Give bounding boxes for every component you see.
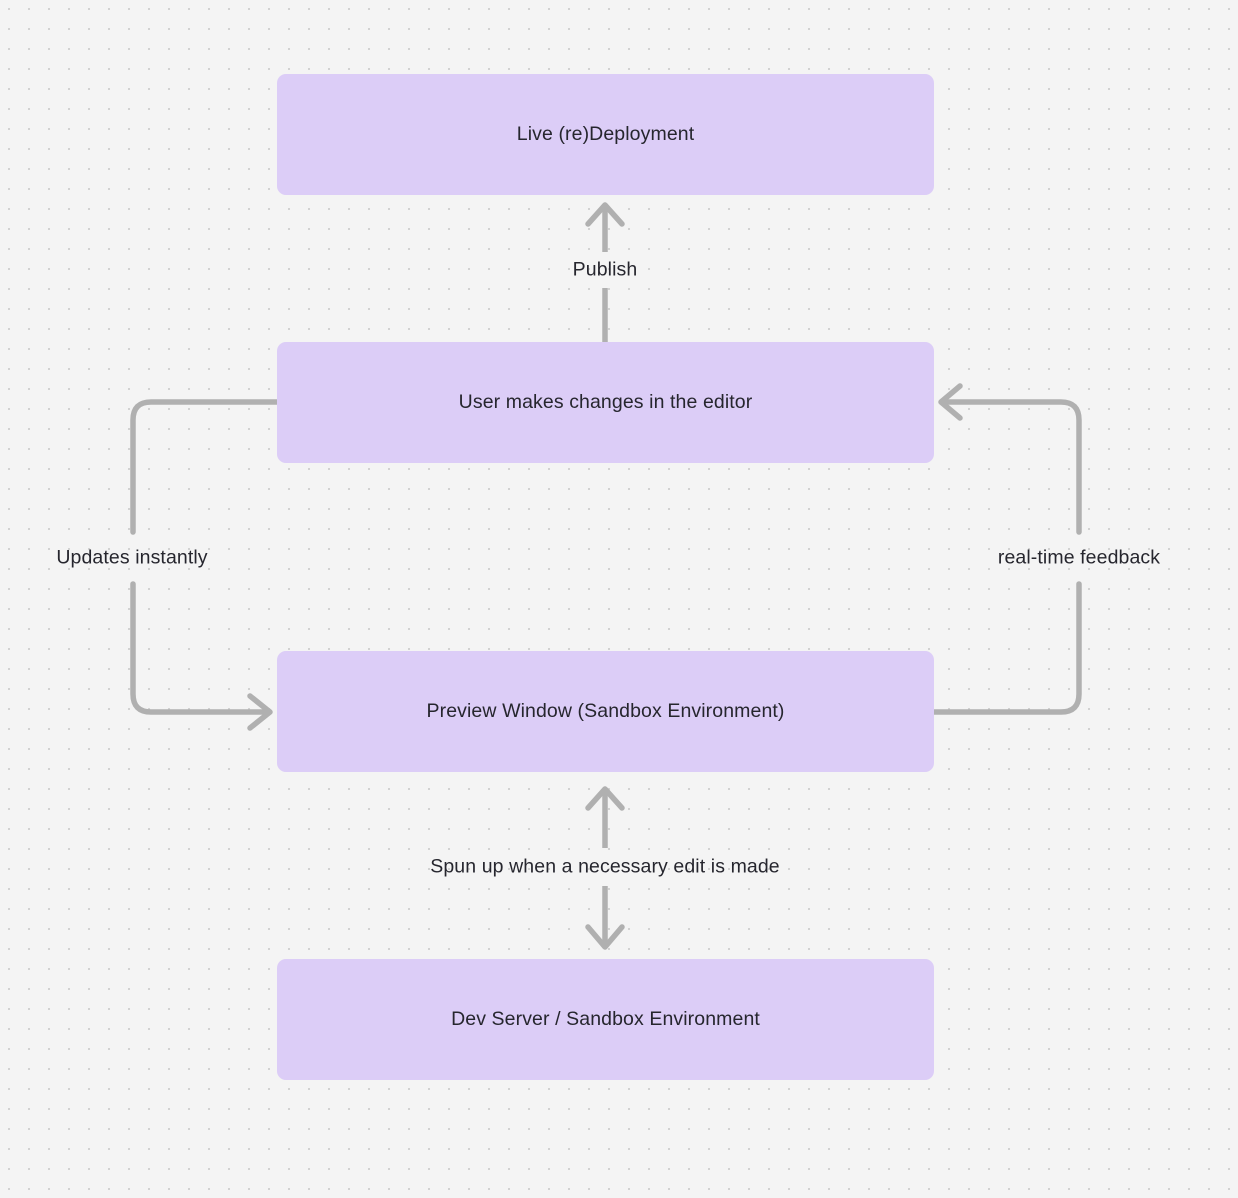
- edge-publish: [585, 202, 625, 342]
- node-label: Preview Window (Sandbox Environment): [426, 699, 785, 722]
- node-label: Dev Server / Sandbox Environment: [451, 1007, 760, 1030]
- edge-label-spun-up: Spun up when a necessary edit is made: [430, 855, 780, 878]
- edge-label-real-time-feedback: real-time feedback: [997, 546, 1161, 569]
- node-label: User makes changes in the editor: [458, 390, 753, 413]
- node-user-edits[interactable]: User makes changes in the editor: [277, 342, 934, 463]
- edge-updates-instantly: [130, 399, 280, 731]
- node-dev-server[interactable]: Dev Server / Sandbox Environment: [277, 959, 934, 1080]
- node-live-deployment[interactable]: Live (re)Deployment: [277, 74, 934, 195]
- edge-label-updates-instantly: Updates instantly: [56, 546, 208, 569]
- edge-real-time-feedback: [931, 383, 1082, 715]
- node-label: Live (re)Deployment: [516, 122, 695, 145]
- edge-spun-up: [585, 786, 625, 950]
- edge-label-publish: Publish: [572, 258, 638, 281]
- node-preview-window[interactable]: Preview Window (Sandbox Environment): [277, 651, 934, 772]
